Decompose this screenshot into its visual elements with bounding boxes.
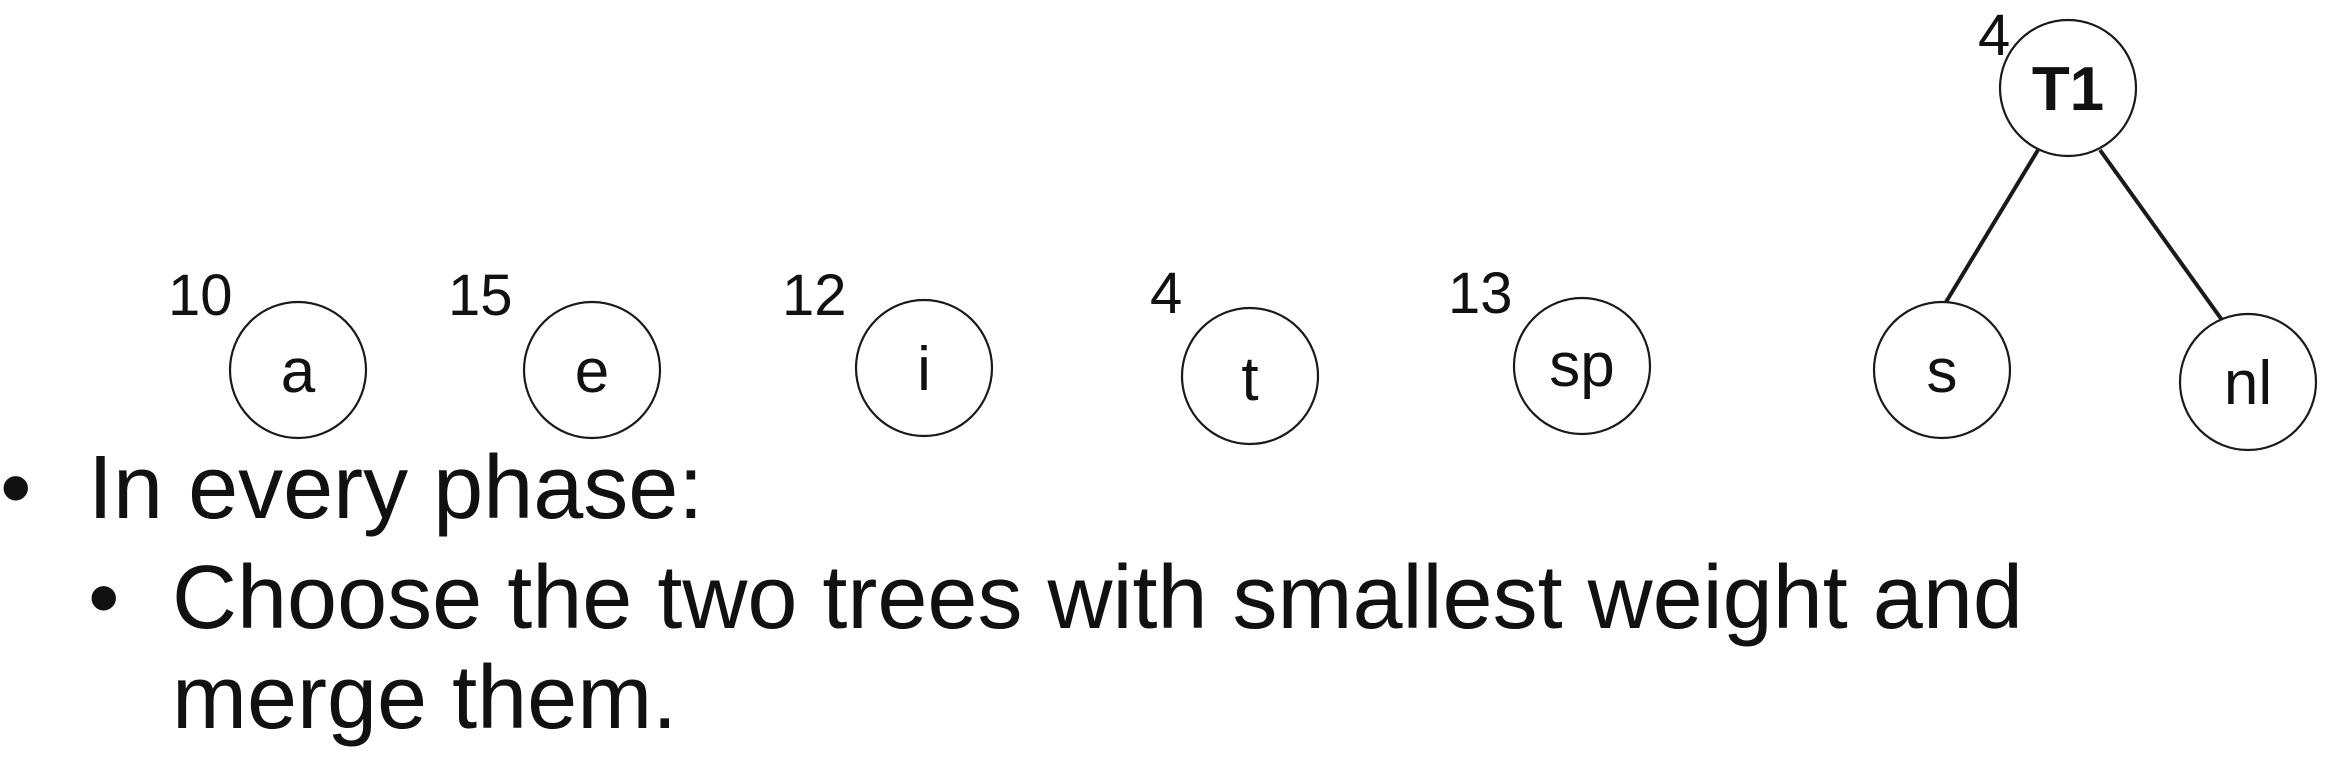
node-t: 4 t [1150,261,1320,446]
tree-t1: 4 T1 s nl [1872,3,2318,452]
bullet-text: Choose the two trees with smallest weigh… [172,548,2023,748]
node-s [1872,300,2012,440]
bullet-marker: • [88,548,120,648]
node-label: s [1927,337,1958,406]
node-label: e [575,337,609,406]
node-t1 [1998,18,2138,158]
node-label: nl [2224,349,2272,418]
weight-label: 4 [1978,3,2010,68]
edge-t1-nl [2098,148,2224,322]
node-circle [522,300,662,440]
weight-label: 4 [1150,261,1182,326]
node-sp: 13 sp [1448,261,1652,436]
node-e: 15 e [448,263,662,440]
weight-label: 13 [1448,261,1513,326]
node-label: sp [1549,331,1614,400]
edge-t1-s [1944,148,2040,304]
bullet-marker: • [0,438,32,538]
bullet-text: In every phase: [88,438,704,538]
weight-label: 10 [168,263,233,328]
node-label: a [281,337,316,406]
node-label: i [917,335,931,404]
node-label: T1 [2032,55,2104,124]
weight-label: 12 [782,263,847,328]
node-circle [854,298,994,438]
node-i: 12 i [782,263,994,438]
node-circle [1180,306,1320,446]
node-circle [1512,296,1652,436]
node-circle [228,300,368,440]
node-nl [2178,312,2318,452]
node-a: 10 a [168,263,368,440]
node-label: t [1241,345,1258,414]
weight-label: 15 [448,263,513,328]
